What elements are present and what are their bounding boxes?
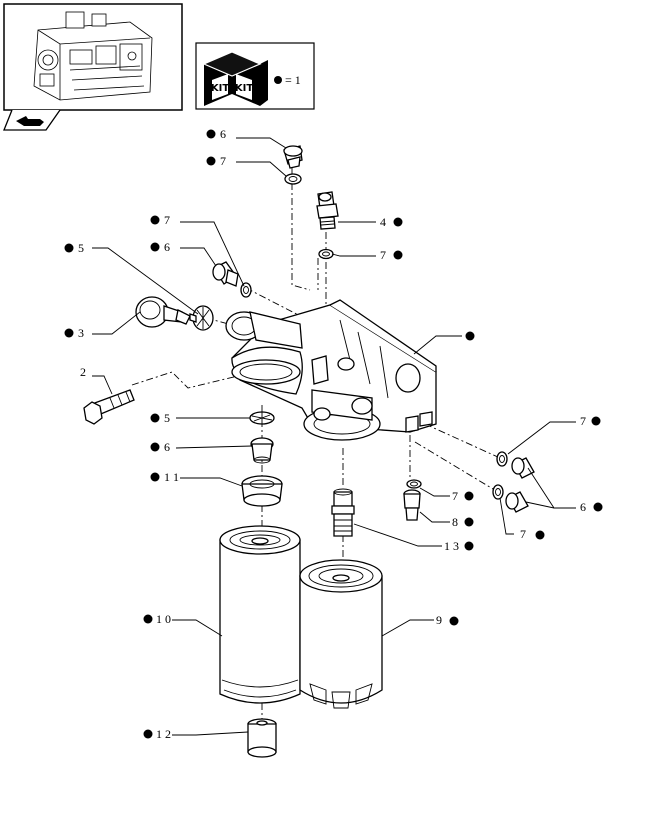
filter-head-body (225, 299, 437, 441)
callout-8[interactable]: 8 (452, 515, 474, 529)
callout-5-mid[interactable]: 5 (150, 411, 171, 425)
callout-2[interactable]: 2 (80, 365, 86, 379)
svg-text:7: 7 (520, 527, 526, 541)
callout-6-mid[interactable]: 6 (150, 440, 171, 454)
part-2-bolt (83, 389, 135, 425)
svg-text:7: 7 (452, 489, 458, 503)
part-7-washer-under (406, 479, 422, 489)
callout-7-right-top[interactable]: 7 (580, 414, 601, 428)
callout-6-left[interactable]: 6 (150, 240, 171, 254)
part-6-plug-left (212, 261, 239, 287)
part-9-filter-cartridge (299, 559, 383, 709)
part-4-sensor (316, 191, 339, 230)
part-13-nipple (331, 488, 355, 537)
part-7-washer-right-top (496, 451, 508, 467)
callout-9[interactable]: 9 (436, 613, 459, 627)
callout-7-under[interactable]: 7 (452, 489, 474, 503)
svg-text:6: 6 (164, 240, 170, 254)
callout-3[interactable]: 3 (64, 326, 85, 340)
engine-thumbnail[interactable] (3, 3, 183, 131)
callout-6-right[interactable]: 6 (580, 500, 603, 514)
part-6-plug-right-top (511, 457, 535, 479)
svg-text:6: 6 (220, 127, 226, 141)
kit-legend: KIT KIT = 1 (195, 42, 315, 110)
callout-10[interactable]: 1 0 (143, 612, 172, 626)
svg-text:1 1: 1 1 (164, 470, 179, 484)
svg-text:7: 7 (220, 154, 226, 168)
kit-box-icon: KIT KIT (202, 51, 268, 106)
callout-7-right-bottom[interactable]: 7 (520, 527, 545, 541)
part-12-cap (247, 718, 277, 758)
svg-text:2: 2 (80, 365, 86, 379)
kit-equals-text: = 1 (285, 73, 301, 87)
callout-body[interactable] (465, 331, 475, 341)
svg-text:1 2: 1 2 (156, 727, 171, 741)
svg-text:9: 9 (436, 613, 442, 627)
callout-12[interactable]: 1 2 (143, 727, 172, 741)
callout-13[interactable]: 1 3 (444, 539, 474, 553)
svg-text:5: 5 (164, 411, 170, 425)
leader-lines (92, 137, 576, 736)
part-3-valve (135, 296, 191, 328)
callout-11[interactable]: 1 1 (150, 470, 180, 484)
svg-text:6: 6 (580, 500, 586, 514)
callout-4[interactable]: 4 (380, 215, 403, 229)
callout-7-top[interactable]: 7 (206, 154, 227, 168)
kit-text-right: KIT (235, 83, 253, 94)
part-6-plug-right-bottom (505, 491, 529, 513)
part-7-washer-top (284, 173, 302, 185)
part-5-screen-left (189, 305, 214, 331)
svg-text:6: 6 (164, 440, 170, 454)
svg-text:7: 7 (380, 248, 386, 262)
callout-7-left[interactable]: 7 (150, 213, 171, 227)
callout-5-left[interactable]: 5 (64, 241, 85, 255)
callout-7-sensor[interactable]: 7 (380, 248, 403, 262)
part-8-plug (403, 489, 421, 521)
svg-text:4: 4 (380, 215, 386, 229)
part-6-plug-mid (250, 437, 274, 464)
callout-6-top[interactable]: 6 (206, 127, 227, 141)
engine-illustration (33, 11, 153, 101)
part-11-adapter (241, 475, 283, 507)
part-7-washer-sensor (318, 248, 334, 260)
svg-text:1 0: 1 0 (156, 612, 171, 626)
part-5-screen-mid (249, 411, 275, 425)
part-7-washer-left (240, 282, 252, 298)
kit-bullet-icon (274, 76, 282, 84)
kit-text-left: KIT (211, 83, 229, 94)
arrow-right-icon[interactable] (16, 116, 44, 126)
svg-text:5: 5 (78, 241, 84, 255)
svg-text:3: 3 (78, 326, 84, 340)
part-7-washer-right-bottom (492, 484, 504, 500)
svg-text:7: 7 (164, 213, 170, 227)
part-6-plug-top (283, 145, 303, 169)
svg-text:1 3: 1 3 (444, 539, 459, 553)
part-10-filter-cartridge (219, 525, 301, 704)
callouts: 6 7 4 7 7 6 5 3 (64, 127, 603, 741)
svg-text:7: 7 (580, 414, 586, 428)
svg-text:8: 8 (452, 515, 458, 529)
